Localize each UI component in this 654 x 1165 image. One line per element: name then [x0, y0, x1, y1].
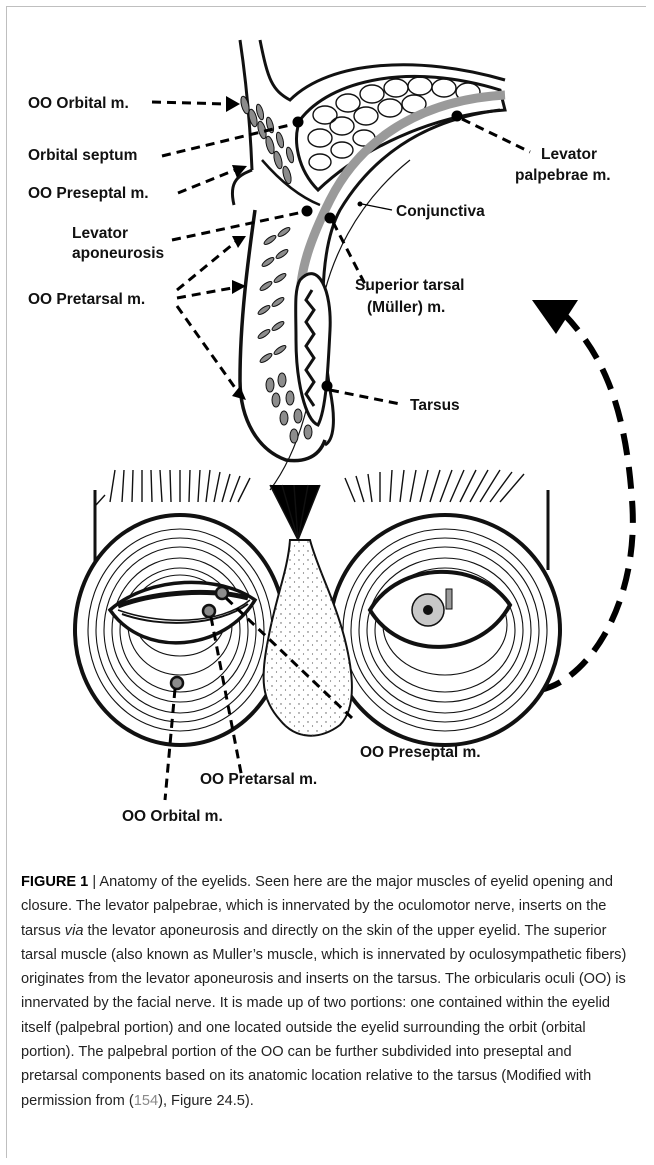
face-illustration: [75, 470, 560, 800]
figure-caption: FIGURE 1 | Anatomy of the eyelids. Seen …: [21, 870, 631, 1113]
label-superior-tarsal-line1: Superior tarsal: [355, 277, 464, 294]
caption-text-part3: ), Figure 24.5).: [158, 1093, 254, 1109]
caption-italic-via: via: [65, 923, 84, 939]
label-oo-pretarsal-top: OO Pretarsal m.: [28, 291, 145, 308]
caption-reference-link[interactable]: 154: [134, 1093, 158, 1109]
label-conjunctiva: Conjunctiva: [396, 203, 485, 220]
orbital-fat-pad: [297, 76, 505, 190]
figure-number: FIGURE 1: [21, 874, 88, 890]
caption-text-part2: the levator aponeurosis and directly on …: [21, 923, 626, 1109]
label-oo-orbital-bottom: OO Orbital m.: [122, 808, 223, 825]
label-oo-pretarsal-bottom: OO Pretarsal m.: [200, 771, 317, 788]
label-levator-aponeurosis-line1: Levator: [72, 225, 128, 242]
label-oo-orbital-top: OO Orbital m.: [28, 95, 129, 112]
label-tarsus: Tarsus: [410, 397, 460, 414]
label-orbital-septum: Orbital septum: [28, 147, 137, 164]
label-levator-palpebrae-line2: palpebrae m.: [515, 167, 611, 184]
label-levator-palpebrae-line1: Levator: [541, 146, 597, 163]
label-levator-aponeurosis-line2: aponeurosis: [72, 245, 164, 262]
label-oo-preseptal-top: OO Preseptal m.: [28, 185, 149, 202]
label-oo-preseptal-bottom: OO Preseptal m.: [360, 744, 481, 761]
caption-separator: |: [88, 874, 99, 890]
eyelid-anatomy-figure: OO Orbital m. Orbital septum OO Presepta…: [0, 0, 654, 865]
label-superior-tarsal-line2: (Müller) m.: [367, 299, 445, 316]
